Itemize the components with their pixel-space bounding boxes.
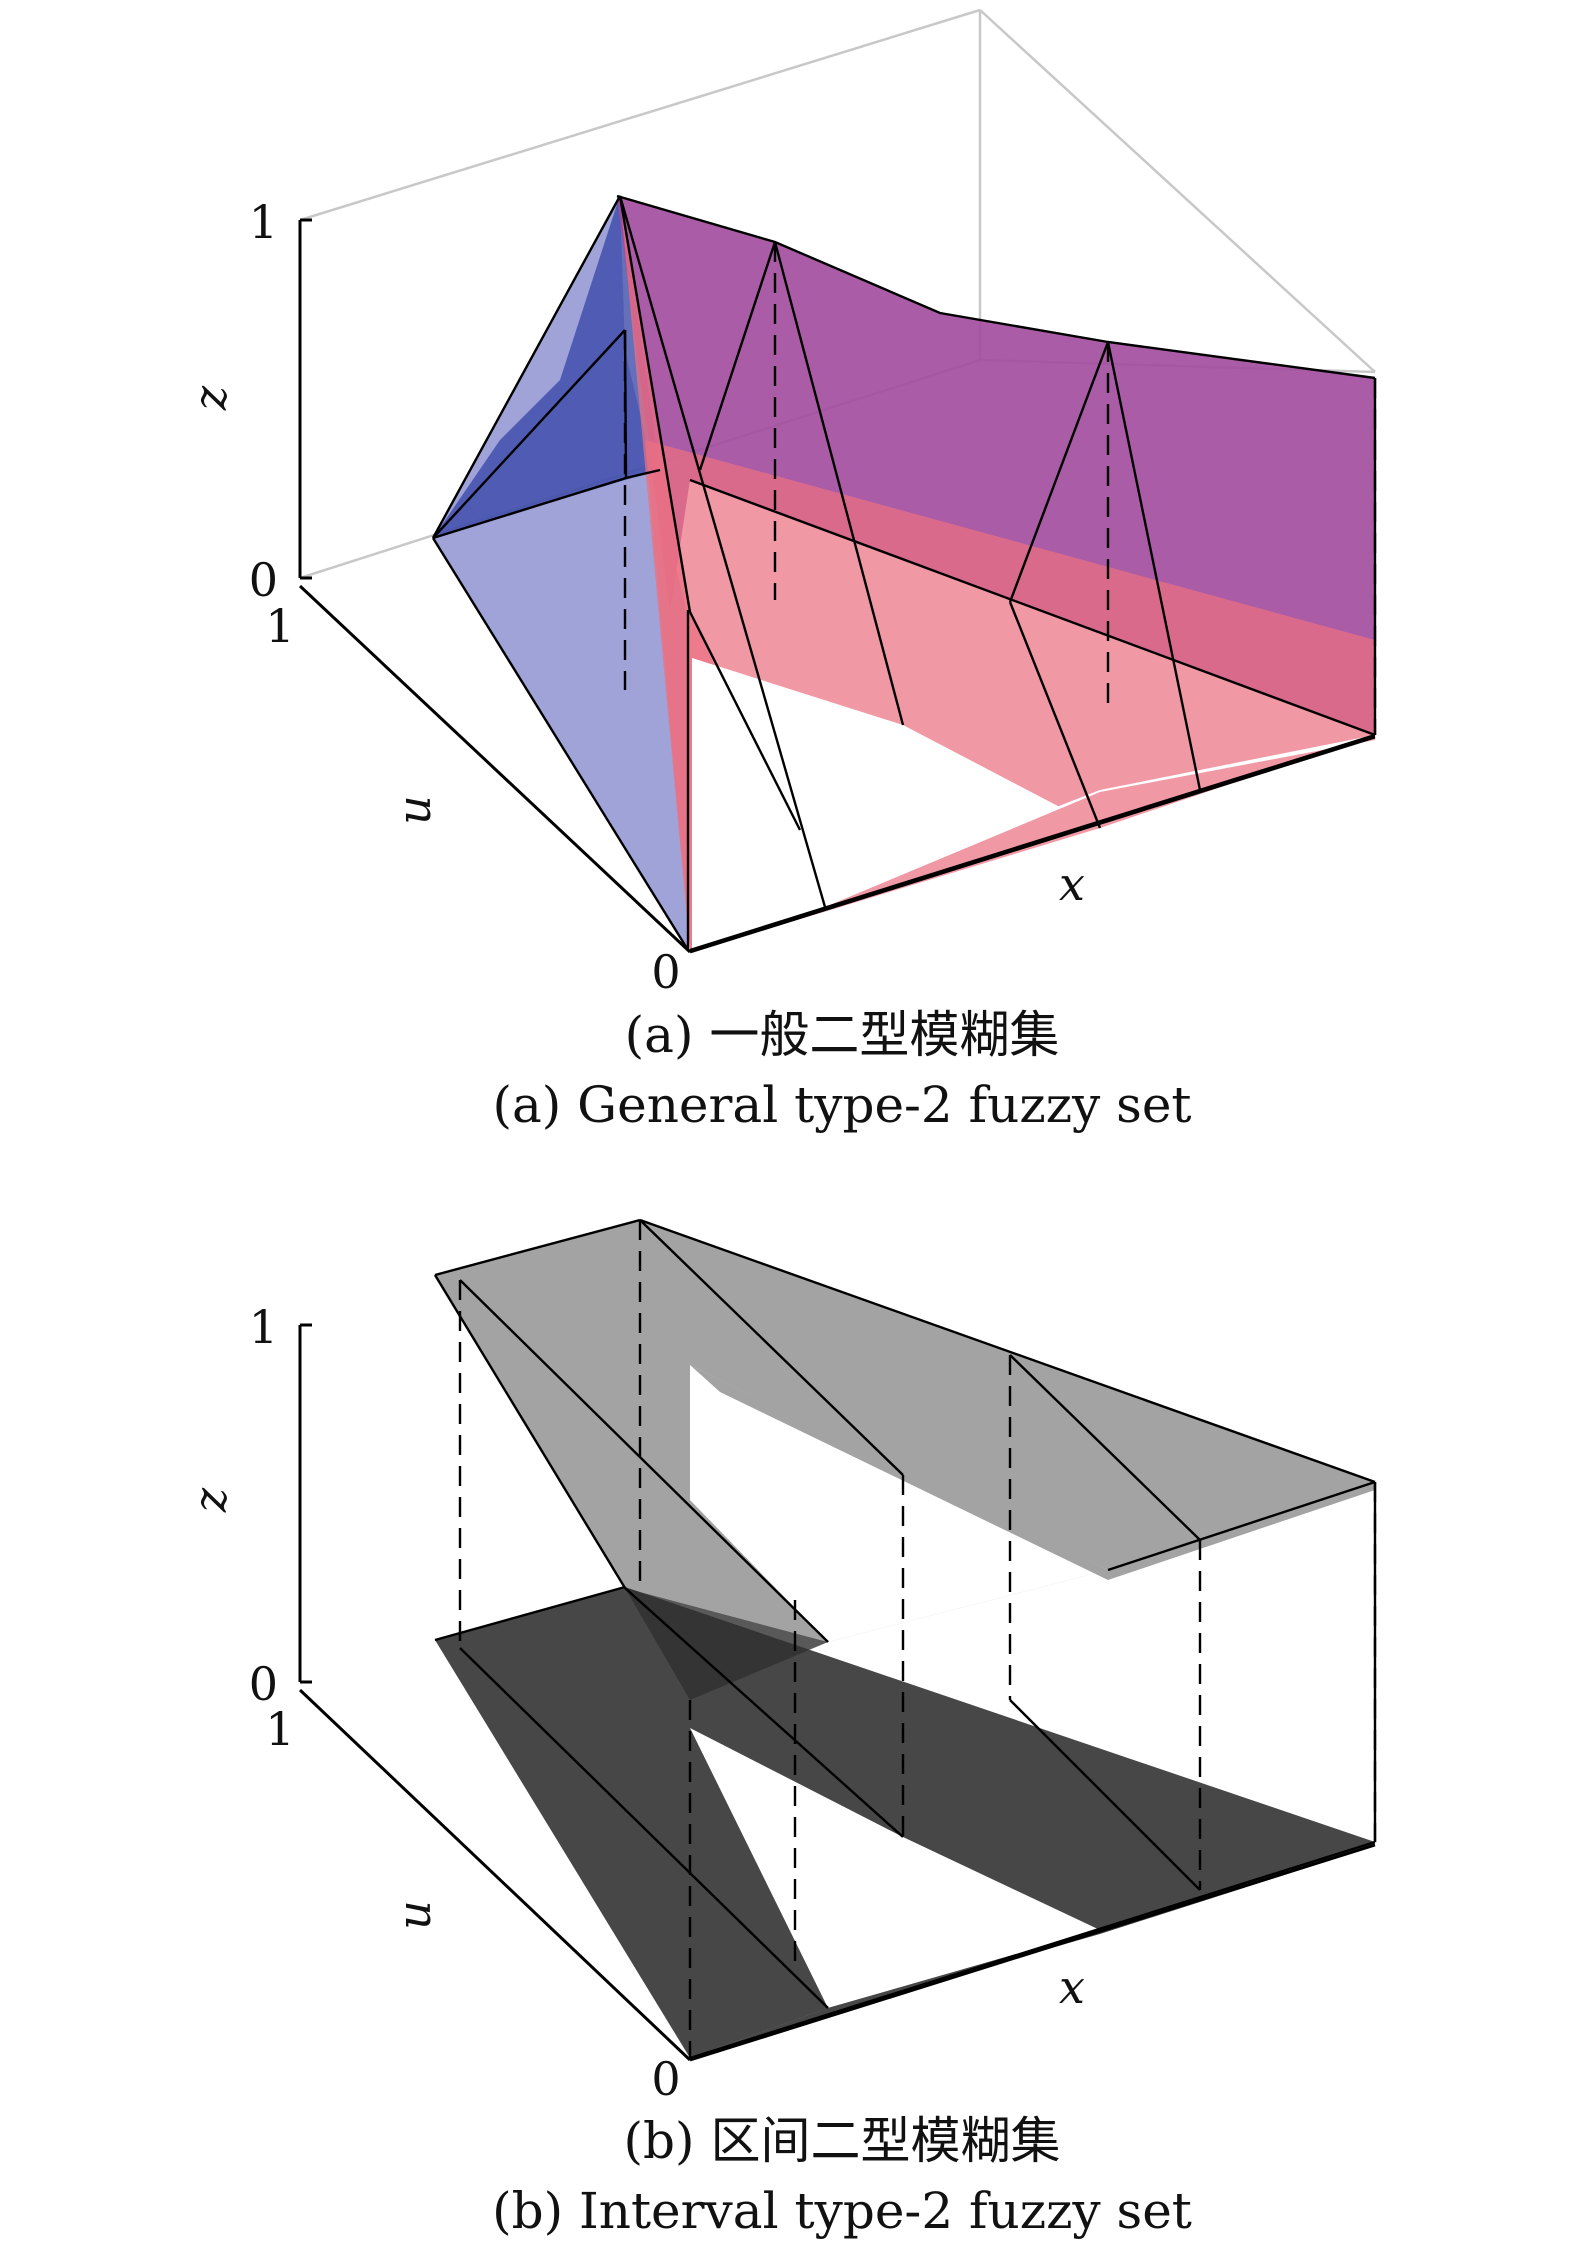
panel-b-u-label: u (387, 1900, 441, 1930)
panel-a-notch (692, 658, 1100, 952)
panel-a-u-tick-0: 0 (651, 945, 680, 999)
panel-a-u-label: u (387, 795, 441, 825)
panel-a-u-tick-1: 1 (265, 599, 294, 653)
panel-b: 1 0 z 1 u 0 x (b) 区间二型模糊集 (b) Interval t… (183, 1218, 1377, 2240)
panel-b-z-label: z (183, 1487, 237, 1513)
panel-b-caption-zh: (b) 区间二型模糊集 (624, 2112, 1061, 2170)
panel-b-z-tick-1: 1 (249, 1300, 278, 1354)
panel-b-overlap (625, 1588, 828, 1700)
panel-a-z-label: z (183, 385, 237, 411)
panel-b-z-tick-0: 0 (249, 1657, 278, 1711)
panel-b-x-label: x (1059, 1960, 1085, 2014)
panel-a-caption-zh: (a) 一般二型模糊集 (625, 1006, 1060, 1064)
panel-b-upper-notch (690, 1365, 1108, 1642)
panel-a-x-label: x (1059, 857, 1085, 911)
panel-b-upper-band (690, 1365, 1375, 1580)
panel-b-u-tick-0: 0 (651, 2052, 680, 2106)
panel-a: 1 0 z 1 u 0 x (a) 一般二型模糊集 (a) General ty… (183, 8, 1377, 1134)
panel-a-caption-en: (a) General type-2 fuzzy set (492, 1076, 1191, 1134)
panel-a-blue-surface-upper (433, 195, 660, 538)
panel-b-wireframe (433, 1218, 1377, 2060)
panel-b-caption-en: (b) Interval type-2 fuzzy set (492, 2182, 1192, 2240)
panel-a-z-tick-0: 0 (249, 553, 278, 607)
panel-b-lower-surface (435, 1587, 1375, 2058)
panel-a-axes (298, 218, 1376, 954)
panel-b-axes (298, 1323, 1376, 2062)
panel-a-z-tick-1: 1 (249, 195, 278, 249)
panel-b-u-tick-1: 1 (265, 1702, 294, 1756)
panel-a-wireframe (431, 194, 1377, 952)
panel-b-upper-surface (435, 1220, 1375, 1642)
